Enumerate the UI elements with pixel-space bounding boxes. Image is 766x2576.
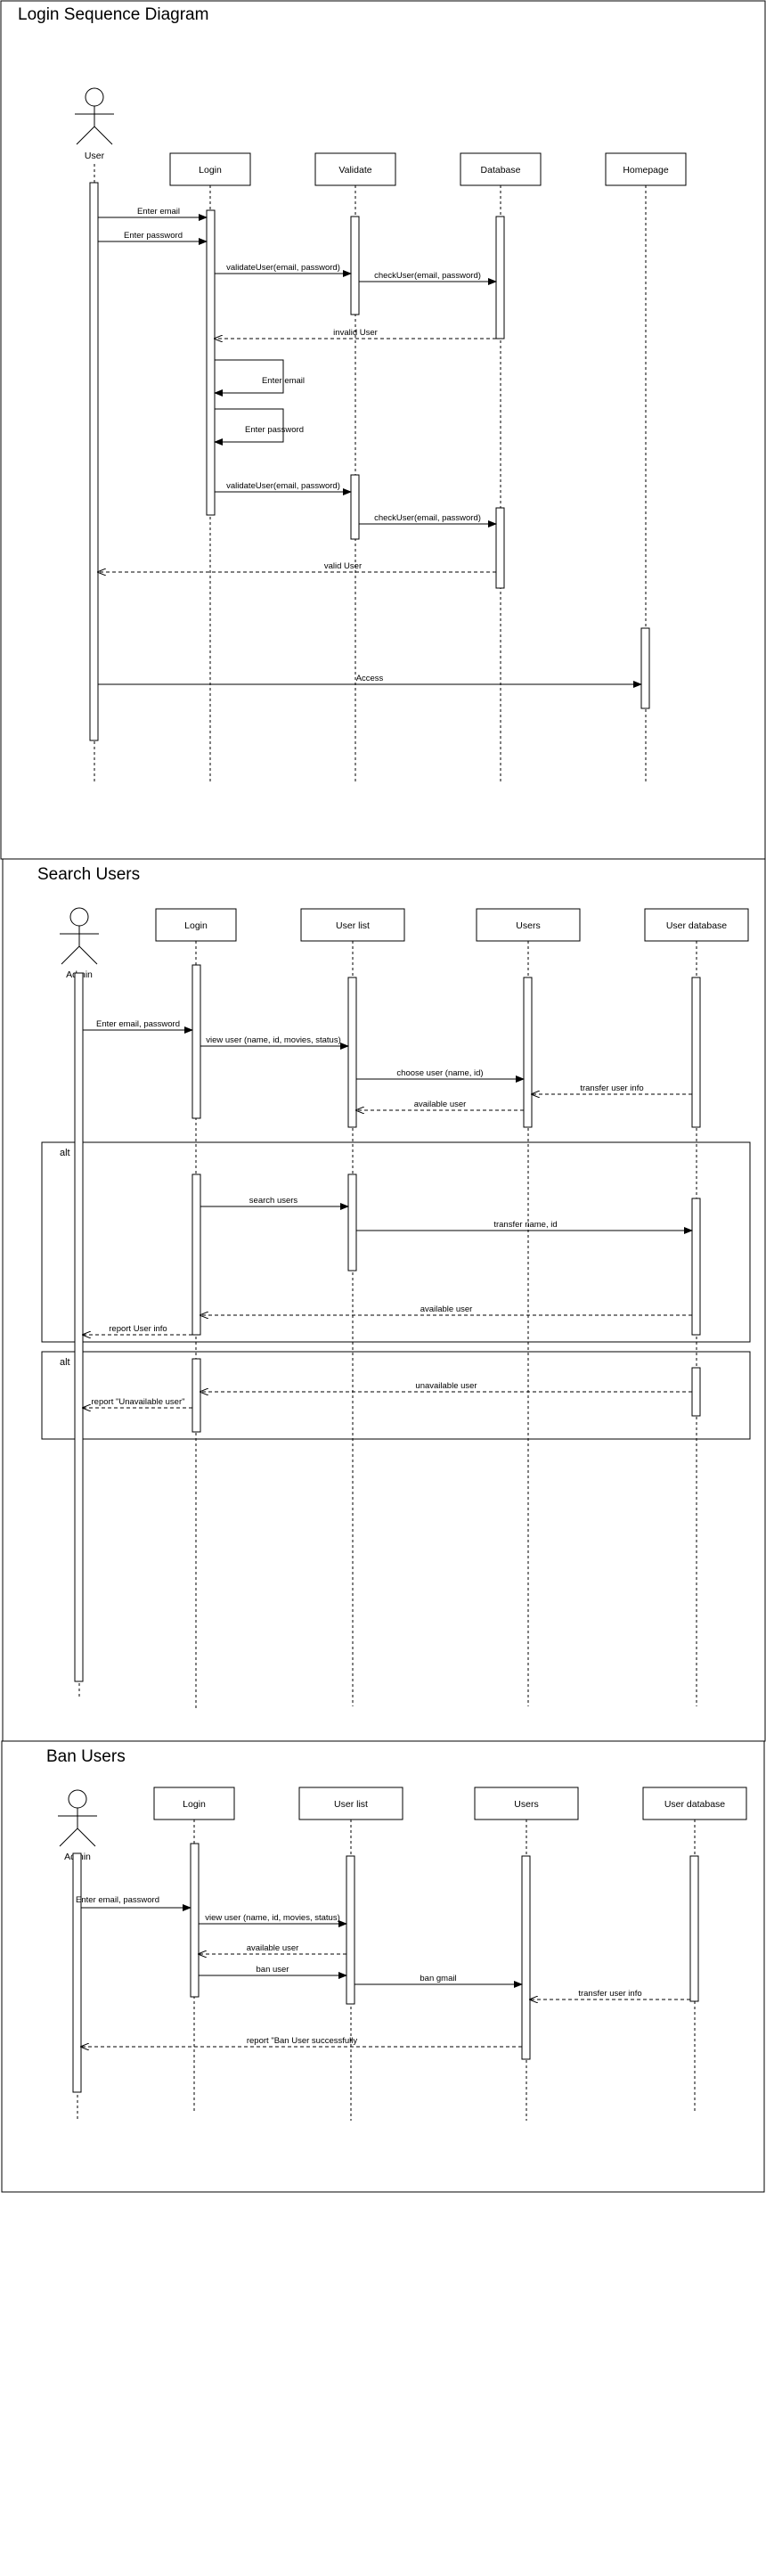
message-label: available user — [247, 1943, 299, 1953]
message-label: search users — [249, 1196, 298, 1206]
message-label: unavailable user — [415, 1381, 477, 1391]
message-label: Enter password — [124, 231, 183, 241]
message-label: Enter email, password — [76, 1895, 159, 1905]
participant-homepage: Homepage — [605, 152, 687, 186]
participant-login: Login — [153, 1787, 235, 1820]
svg-text:User database: User database — [664, 1799, 725, 1810]
message-label: available user — [420, 1304, 473, 1314]
svg-text:Login: Login — [184, 920, 208, 931]
message-label: view user (name, id, movies, status) — [205, 1913, 340, 1923]
participant-users: Users — [476, 908, 581, 942]
login-sequence-diagram: Login Sequence Diagram User Login Valida… — [0, 0, 766, 860]
ban-users-diagram: Ban Users Admin Login User list Users Us… — [1, 1740, 765, 2193]
message-label: Enter email, password — [96, 1019, 180, 1029]
participant-users: Users — [474, 1787, 579, 1820]
svg-text:Login: Login — [183, 1799, 206, 1810]
diagram-frame — [2, 858, 766, 1742]
diagram-title: Ban Users — [46, 1747, 126, 1766]
participant-user-list: User list — [298, 1787, 403, 1820]
message-label: checkUser(email, password) — [374, 513, 481, 523]
participant-user-list: User list — [300, 908, 405, 942]
message-label: choose user (name, id) — [396, 1068, 483, 1078]
lifelines — [94, 164, 647, 782]
lifelines — [77, 1820, 696, 2121]
message-label: report "Ban User successfully — [247, 2036, 358, 2046]
svg-text:alt: alt — [60, 1357, 70, 1368]
participant-validate: Validate — [314, 152, 396, 186]
messages — [98, 214, 642, 688]
actor-admin: Admin — [58, 1789, 97, 1862]
svg-text:Validate: Validate — [338, 165, 371, 176]
messages — [83, 1026, 693, 1408]
message-label: available user — [414, 1100, 467, 1109]
svg-text:User list: User list — [336, 920, 370, 931]
message-label: invalid User — [333, 328, 378, 338]
message-label: valid User — [324, 561, 362, 571]
alt-fragment: alt — [41, 1351, 751, 1440]
svg-text:User list: User list — [334, 1799, 368, 1810]
actor-user: User — [75, 87, 114, 161]
lifelines — [78, 941, 697, 1711]
svg-text:alt: alt — [60, 1148, 70, 1158]
message-label: report "Unavailable user" — [92, 1397, 185, 1407]
message-label: Enter email — [137, 207, 180, 217]
message-label: Enter email — [262, 376, 305, 386]
participant-user-database: User database — [642, 1787, 747, 1820]
message-label: view user (name, id, movies, status) — [206, 1035, 341, 1045]
message-label: transfer user info — [578, 1989, 641, 1999]
actor-label: User — [85, 151, 105, 161]
svg-text:Users: Users — [516, 920, 540, 931]
participant-login: Login — [155, 908, 237, 942]
activation-bars — [72, 1843, 699, 2093]
message-label: transfer name, id — [493, 1220, 557, 1230]
diagram-frame — [0, 0, 766, 860]
activation-bars — [89, 182, 650, 741]
messages — [81, 1904, 690, 2047]
message-labels: Enter email, password view user (name, i… — [76, 1895, 642, 2046]
diagram-frame — [1, 1740, 765, 2193]
message-label: validateUser(email, password) — [226, 263, 340, 273]
svg-text:Database: Database — [481, 165, 521, 176]
svg-text:Login: Login — [199, 165, 222, 176]
participant-user-database: User database — [644, 908, 749, 942]
diagram-title: Search Users — [37, 865, 140, 884]
svg-text:User database: User database — [666, 920, 727, 931]
diagram-title: Login Sequence Diagram — [18, 5, 208, 24]
message-label: report User info — [109, 1324, 167, 1334]
message-label: transfer user info — [580, 1084, 643, 1093]
alt-fragment: alt — [41, 1141, 751, 1343]
message-label: Enter password — [245, 425, 304, 435]
message-labels: Enter email, password view user (name, i… — [92, 1019, 644, 1407]
activation-bars — [74, 964, 701, 1682]
participant-database: Database — [460, 152, 542, 186]
search-users-diagram: Search Users Admin Login User list Users… — [2, 858, 766, 1742]
message-label: ban gmail — [420, 1974, 456, 1983]
svg-text:Users: Users — [514, 1799, 538, 1810]
participant-login: Login — [169, 152, 251, 186]
message-labels: Enter email Enter password validateUser(… — [124, 207, 481, 683]
message-label: validateUser(email, password) — [226, 481, 340, 491]
svg-text:Homepage: Homepage — [623, 165, 669, 176]
actor-admin: Admin — [60, 907, 99, 980]
message-label: ban user — [257, 1965, 289, 1975]
message-label: checkUser(email, password) — [374, 271, 481, 281]
message-label: Access — [356, 674, 384, 683]
